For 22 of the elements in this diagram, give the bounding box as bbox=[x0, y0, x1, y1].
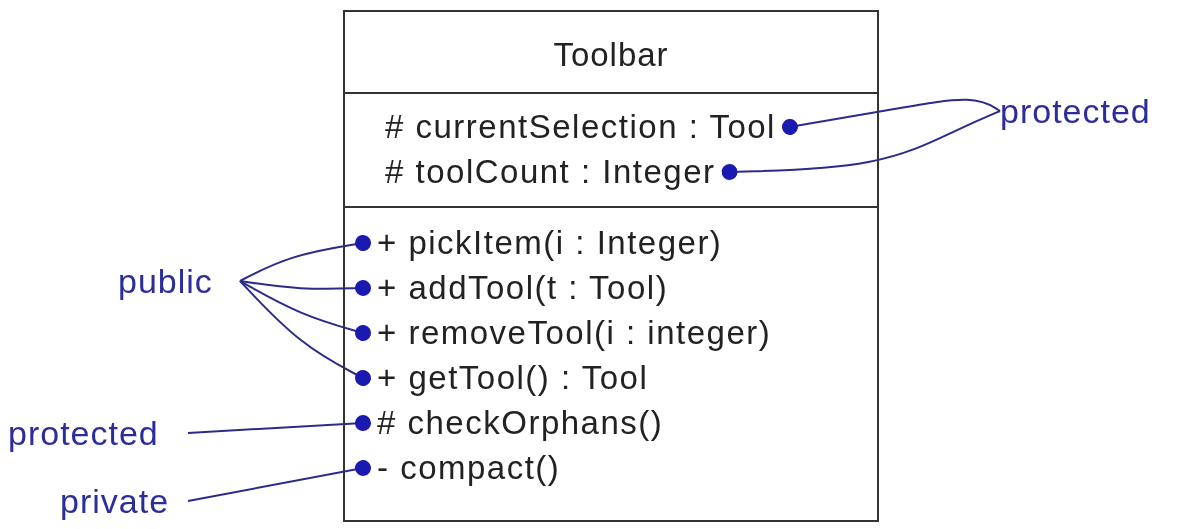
leader-line bbox=[721, 110, 1001, 180]
operation-text: + pickItem(i : Integer) bbox=[376, 223, 723, 263]
leader-line bbox=[239, 235, 371, 282]
leader-line bbox=[239, 280, 371, 341]
operation-text: # checkOrphans() bbox=[376, 403, 664, 443]
operation-text: + getTool() : Tool bbox=[376, 358, 649, 398]
class-box bbox=[343, 10, 879, 522]
leader-line bbox=[239, 280, 371, 296]
note-text: protected bbox=[1000, 91, 1151, 132]
leader-line bbox=[781, 98, 1001, 135]
note-text: protected bbox=[8, 413, 159, 454]
note-text: private bbox=[60, 481, 170, 522]
operation-text: + addTool(t : Tool) bbox=[376, 268, 669, 308]
class-name: Toolbar bbox=[552, 36, 670, 74]
attribute-text: # currentSelection : Tool bbox=[385, 107, 777, 147]
operation-text: - compact() bbox=[376, 448, 561, 488]
attribute-text: # toolCount : Integer bbox=[385, 152, 717, 192]
operation-text: + removeTool(i : integer) bbox=[376, 313, 772, 353]
leader-line bbox=[187, 460, 371, 502]
note-text: public bbox=[118, 261, 213, 302]
leader-line bbox=[187, 415, 371, 434]
leader-line bbox=[239, 280, 371, 386]
